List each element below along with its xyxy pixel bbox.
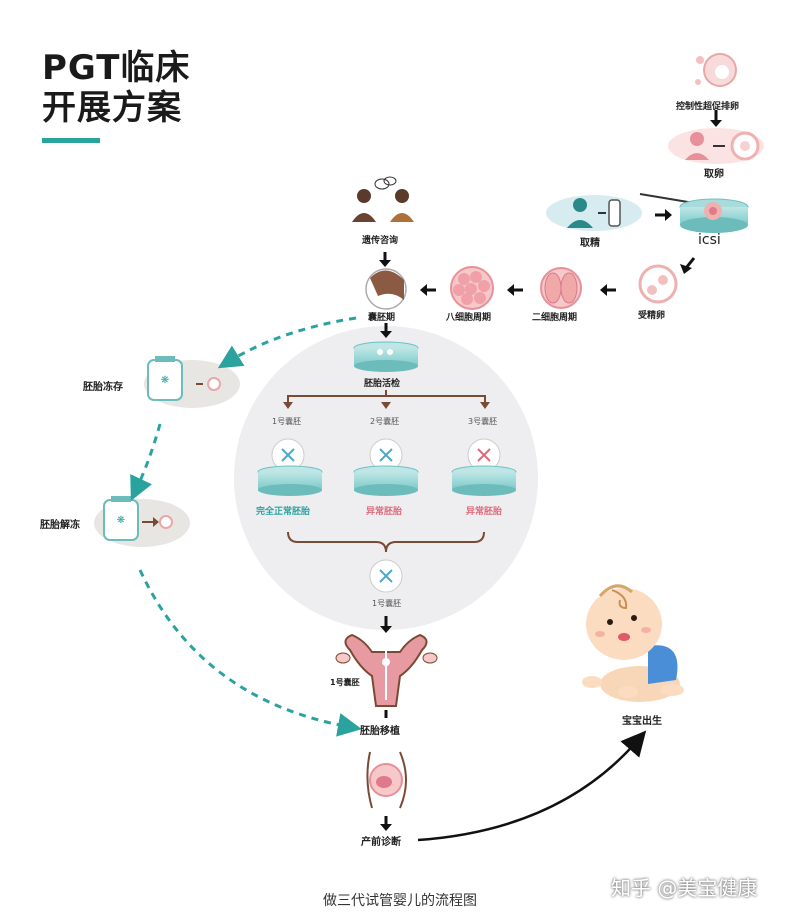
- freezing-container-icon: ❋: [144, 356, 240, 408]
- arrow-blastocyst-to-freezing: [217, 316, 357, 369]
- egg-retrieval-label: 取卵: [704, 169, 724, 180]
- genetic-counseling-icon: [352, 176, 414, 222]
- title-underline: [42, 138, 100, 143]
- blastocyst-2-label: 2号囊胚: [370, 417, 400, 426]
- controlled-ovulation-icon: [695, 53, 737, 87]
- eight-cell-label: 八细胞周期: [446, 313, 492, 323]
- result-2-label: 异常胚胎: [366, 507, 403, 517]
- egg-retrieval-icon: [668, 128, 764, 164]
- fertilized-egg-icon: [638, 264, 678, 304]
- pregnancy-icon: [366, 751, 407, 809]
- sperm-retrieval-label: 取精: [580, 238, 600, 249]
- biopsy-dish-icon: [353, 341, 419, 372]
- icsi-label: icsi: [698, 232, 721, 248]
- title-line-2: 开展方案: [42, 88, 182, 128]
- arrow-thawing-to-transfer: [138, 569, 362, 737]
- sperm-retrieval-icon: [546, 195, 642, 231]
- embryo-freezing-label: 胚胎冻存: [83, 382, 123, 393]
- uterus-blastocyst-label: 1号囊胚: [330, 678, 360, 687]
- embryo-biopsy-label: 胚胎活检: [364, 379, 401, 389]
- blastocyst-icon: [365, 268, 407, 310]
- svg-text:❋: ❋: [117, 515, 125, 526]
- selected-blastocyst-icon: [369, 559, 403, 593]
- title-line-1: PGT临床: [42, 48, 191, 88]
- two-cell-icon: [540, 267, 582, 309]
- blastocyst-3-label: 3号囊胚: [468, 417, 498, 426]
- genetic-counseling-label: 遗传咨询: [362, 236, 399, 246]
- eight-cell-icon: [450, 266, 494, 310]
- embryo-dish-1: [257, 438, 323, 496]
- arrow-freezing-to-thawing: [130, 423, 162, 501]
- svg-text:❋: ❋: [161, 375, 169, 386]
- page-title: PGT临床 开展方案: [42, 48, 190, 128]
- figure-caption: 做三代试管婴儿的流程图: [323, 893, 477, 909]
- two-cell-label: 二细胞周期: [532, 313, 578, 323]
- blastocyst-label: 囊胚期: [368, 313, 396, 323]
- uterus-icon: [335, 633, 438, 707]
- icsi-dish-icon: [639, 193, 749, 233]
- fertilized-egg-label: 受精卵: [638, 311, 666, 321]
- baby-illustration: [582, 584, 684, 702]
- result-1-label: 完全正常胚胎: [256, 507, 311, 517]
- baby-born-label: 宝宝出生: [622, 716, 662, 727]
- result-3-label: 异常胚胎: [466, 507, 503, 517]
- prenatal-diagnosis-label: 产前诊断: [361, 837, 401, 848]
- watermark: 知乎 @美宝健康: [611, 876, 758, 900]
- arrow-diagnosis-to-baby: [417, 730, 647, 842]
- embryo-thawing-label: 胚胎解冻: [40, 520, 80, 531]
- embryo-dish-3: [451, 438, 517, 496]
- embryo-dish-2: [353, 438, 419, 496]
- selected-blastocyst-label: 1号囊胚: [372, 599, 402, 608]
- blastocyst-1-label: 1号囊胚: [272, 417, 302, 426]
- controlled-ovulation-label: 控制性超促排卵: [676, 102, 740, 112]
- embryo-transfer-label: 胚胎移植: [360, 726, 400, 737]
